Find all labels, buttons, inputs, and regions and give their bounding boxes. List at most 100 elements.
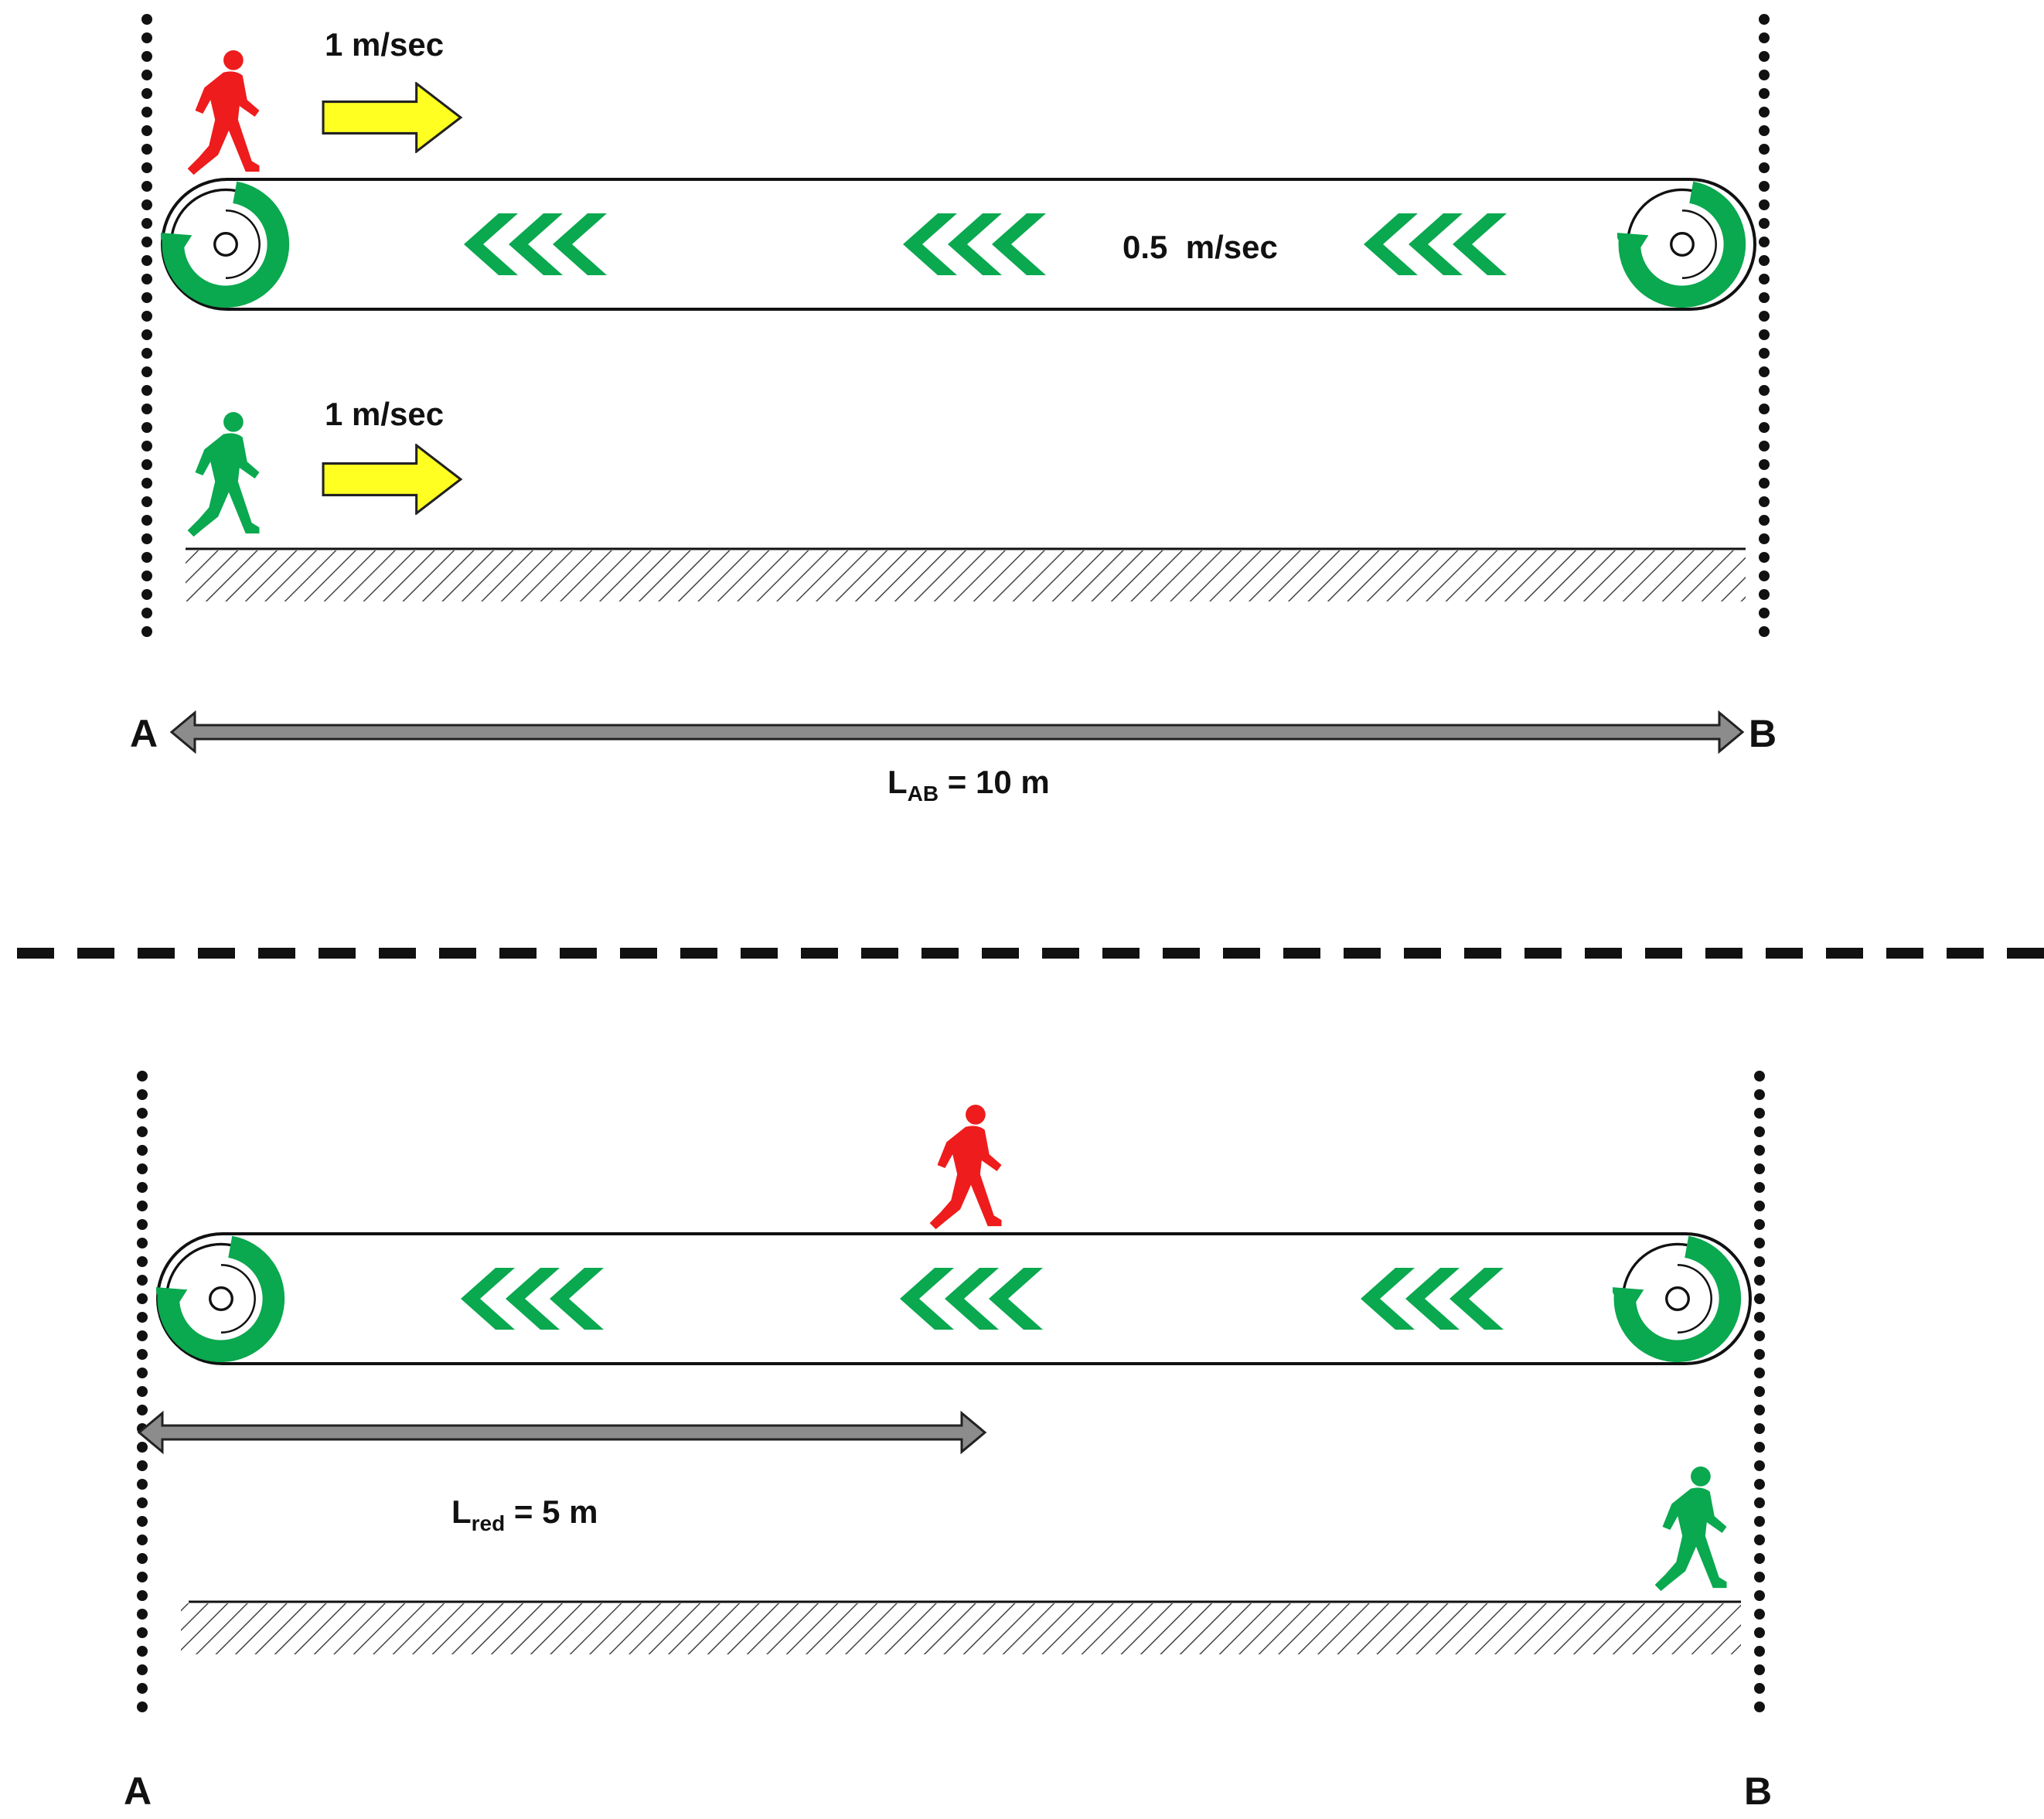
red-walker-walking-person-icon [929,1104,1002,1230]
boundary-dot [1754,1701,1765,1712]
divider-dash [620,948,657,959]
boundary-dot [137,1535,148,1545]
boundary-dot [1759,255,1770,266]
divider-dash [439,948,476,959]
boundary-dot [1754,1609,1765,1620]
distance-ab-main: L [887,764,908,800]
boundary-dot [1759,608,1770,618]
boundary-dot [141,88,152,99]
boundary-dot [1754,1553,1765,1564]
ground-hatch [186,550,1746,601]
green-walker-walking-person-icon [1654,1466,1727,1592]
boundary-dot [141,107,152,118]
boundary-dot [137,1163,148,1174]
boundary-dot [137,1497,148,1508]
boundary-dot [141,144,152,155]
boundary-dot [141,478,152,489]
boundary-dot [141,14,152,25]
divider-dash [1705,948,1743,959]
distance-red-subscript: red [472,1511,506,1535]
divider-dash [1645,948,1682,959]
boundary-dot [141,255,152,266]
boundary-dot [141,422,152,433]
boundary-dot [1754,1238,1765,1248]
divider-dash [982,948,1019,959]
green-walker-speed-label: 1 m/sec [325,396,444,432]
boundary-dot [1754,1405,1765,1415]
boundary-dot [1759,385,1770,396]
boundary-dot [137,1071,148,1082]
boundary-dot [141,441,152,451]
boundary-dot [137,1330,148,1341]
distance-red-double-arrow [137,1410,987,1455]
boundary-dot [1754,1071,1765,1082]
boundary-dot [137,1479,148,1490]
boundary-dot [137,1460,148,1471]
divider-dash [1464,948,1501,959]
boundary-dot [1759,441,1770,451]
divider-dash [379,948,416,959]
boundary-dot [1754,1572,1765,1582]
boundary-dot [1754,1089,1765,1100]
divider-dash [922,948,959,959]
boundary-dot [141,589,152,600]
boundary-dot [1754,1293,1765,1304]
belt-speed-label: 0.5 m/sec [1122,229,1278,265]
boundary-dot [1759,181,1770,192]
boundary-dot [1759,589,1770,600]
divider-dash [861,948,898,959]
boundary-dot [1754,1126,1765,1137]
boundary-dot [1754,1683,1765,1694]
boundary-dot [1759,162,1770,173]
boundary-dot [1759,70,1770,80]
boundary-dot [1759,218,1770,229]
boundary-dot [141,218,152,229]
boundary-dot [141,125,152,136]
boundary-dot [1754,1368,1765,1378]
bottom-panel: Lred = 5 m A B [124,1071,1772,1813]
ground-hatch [181,1603,1741,1654]
boundary-dot [141,311,152,322]
boundary-dot [141,626,152,637]
divider-dash [801,948,838,959]
boundary-dot [137,1627,148,1638]
distance-ab-value: = 10 m [939,764,1050,800]
boundary-dot [137,1293,148,1304]
boundary-dot [137,1590,148,1601]
boundary-dot [137,1145,148,1156]
boundary-dot [1754,1349,1765,1360]
boundary-dot [1754,1460,1765,1471]
divider-dash [560,948,597,959]
boundary-dot [1754,1145,1765,1156]
boundary-dot [141,459,152,470]
divider-dash [198,948,235,959]
divider-dash [1524,948,1562,959]
boundary-dot [1754,1516,1765,1527]
distance-red-main: L [451,1494,472,1530]
boundary-dot [1759,626,1770,637]
boundary-dot [1754,1627,1765,1638]
boundary-dot [1759,199,1770,210]
boundary-dot [1759,88,1770,99]
boundary-dot [137,1256,148,1267]
boundary-dot [137,1405,148,1415]
boundary-dot [1759,533,1770,544]
divider-dash [1223,948,1260,959]
boundary-dot [137,1219,148,1230]
divider-dashes [17,948,2044,959]
boundary-dot [1759,571,1770,581]
point-b-label: B [1744,1770,1772,1813]
boundary-dot [137,1646,148,1657]
boundary-dot [1754,1479,1765,1490]
divider-dash [1766,948,1803,959]
boundary-dot [137,1201,148,1211]
boundary-dot [1759,292,1770,303]
red-walker-arrow-right-icon [322,82,462,153]
boundary-dot [1754,1442,1765,1453]
distance-red-value: = 5 m [505,1494,598,1530]
boundary-dot [141,571,152,581]
boundary-dot [141,496,152,507]
point-b-label: B [1749,712,1777,755]
top-panel: 0.5 m/sec 1 m/sec 1 m/sec A B LAB = 10 m [130,14,1777,806]
